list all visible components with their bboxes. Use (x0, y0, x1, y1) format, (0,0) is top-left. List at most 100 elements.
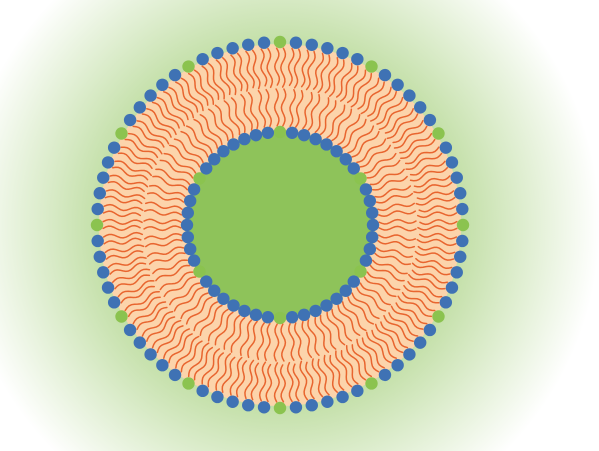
outer-lipid-head-blue (211, 46, 224, 60)
outer-lipid-tail (409, 160, 446, 176)
inner-lipid-head-blue (309, 132, 322, 146)
inner-lipid-head-blue (208, 284, 221, 297)
outer-lipid-tail (419, 218, 458, 226)
outer-lipid-head-blue (107, 296, 121, 309)
outer-lipid-tail (388, 312, 419, 337)
outer-lipid-head-green (182, 60, 195, 73)
outer-lipid-head-blue (413, 336, 427, 349)
outer-lipid-tail (156, 325, 184, 354)
outer-lipid-head-blue (391, 358, 404, 372)
outer-lipid-tail (414, 250, 455, 261)
inner-lipid-head-green (193, 172, 206, 185)
outer-lipid-tail (207, 352, 225, 388)
outer-lipid-head-blue (454, 187, 467, 200)
outer-lipid-tail (132, 301, 167, 325)
outer-lipid-tail (292, 363, 300, 402)
inner-lipid-tail (155, 168, 191, 186)
inner-lipid-tail (375, 247, 414, 258)
outer-lipid-tail (250, 362, 260, 401)
outer-lipid-head-blue (144, 89, 157, 102)
inner-lipid-tail (207, 108, 229, 142)
outer-lipid-tail (114, 274, 151, 290)
outer-lipid-tail (117, 152, 153, 170)
inner-lipid-head-blue (183, 194, 197, 208)
outer-lipid-tail (260, 48, 268, 87)
outer-lipid-tail (350, 72, 373, 108)
inner-lipid-head-blue (359, 254, 373, 267)
inner-lipid-head-green (354, 265, 367, 278)
inner-lipid-tail (263, 322, 271, 362)
outer-lipid-head-blue (403, 89, 416, 102)
outer-lipid-head-blue (456, 202, 469, 216)
inner-lipid-tail (377, 240, 416, 249)
inner-lipid-tail (280, 88, 287, 127)
inner-lipid-head-blue (339, 284, 352, 297)
inner-lipid-head-blue (208, 153, 221, 166)
lipid-bilayer (90, 35, 470, 415)
outer-lipid-tail (258, 361, 267, 402)
outer-lipid-tail (136, 306, 168, 330)
inner-lipid-tail (144, 201, 183, 210)
bilayer-tail-region (99, 44, 461, 406)
outer-lipid-tail (374, 323, 404, 354)
inner-lipid-head-blue (366, 230, 379, 244)
outer-lipid-tail (151, 101, 180, 129)
outer-lipid-head-blue (289, 401, 303, 414)
outer-lipid-tail (416, 238, 457, 247)
outer-lipid-head-blue (226, 42, 239, 55)
outer-lipid-head-blue (351, 384, 364, 398)
inner-lipid-tail (152, 175, 189, 191)
inner-lipid-tail (273, 323, 280, 362)
outer-lipid-head-blue (454, 250, 467, 263)
outer-lipid-tail (328, 59, 345, 97)
inner-lipid-tail (326, 104, 346, 139)
outer-lipid-tail (376, 96, 404, 125)
outer-lipid-head-green (182, 377, 195, 390)
outer-lipid-tail (146, 316, 176, 342)
inner-lipid-head-blue (363, 194, 377, 208)
outer-lipid-tail (127, 132, 163, 155)
inner-lipid-tail (374, 252, 412, 266)
inner-lipid-tail (377, 210, 417, 218)
inner-lipid-head-blue (366, 218, 380, 232)
inner-lipid-tail (169, 282, 201, 306)
inner-lipid-tail (301, 320, 313, 359)
outer-lipid-tail (102, 224, 141, 232)
inner-lipid-head-blue (366, 206, 379, 220)
outer-lipid-head-green (90, 218, 104, 232)
outer-lipid-tail (401, 291, 436, 312)
outer-lipid-tail (405, 152, 443, 170)
outer-lipid-head-blue (321, 42, 334, 55)
outer-leaflet-heads (90, 35, 470, 415)
inner-lipid-tail (366, 271, 401, 291)
inner-lipid-tail (214, 104, 234, 139)
inner-lipid-head-blue (320, 138, 333, 151)
inner-lipid-tail (293, 322, 303, 361)
outer-lipid-tail (287, 47, 295, 87)
inner-lipid-head-blue (227, 138, 240, 151)
inner-lipid-tail (146, 246, 185, 258)
inner-lipid-tail (144, 238, 183, 248)
inner-lipid-tail (163, 276, 197, 298)
inner-lipid-tail (230, 316, 246, 353)
outer-lipid-tail (323, 354, 339, 394)
outer-lipid-head-blue (101, 156, 115, 169)
outer-lipid-head-blue (439, 141, 453, 154)
outer-lipid-head-blue (168, 368, 182, 382)
outer-lipid-tail (193, 69, 215, 105)
inner-lipid-head-blue (181, 230, 194, 244)
outer-lipid-head-blue (456, 234, 469, 248)
inner-lipid-tail (143, 225, 182, 232)
outer-lipid-tail (215, 353, 232, 391)
inner-lipid-tail (341, 118, 367, 149)
inner-lipid-tail (337, 114, 361, 146)
outer-lipid-tail (346, 69, 367, 104)
outer-lipid-head-blue (445, 281, 459, 294)
outer-lipid-tail (411, 269, 449, 284)
outer-lipid-tail (163, 328, 191, 359)
outer-lipid-tail (102, 231, 144, 239)
inner-lipid-tail (280, 323, 287, 362)
outer-lipid-head-blue (305, 38, 318, 51)
outer-lipid-tail (107, 180, 145, 193)
outer-lipid-head-blue (168, 68, 182, 82)
